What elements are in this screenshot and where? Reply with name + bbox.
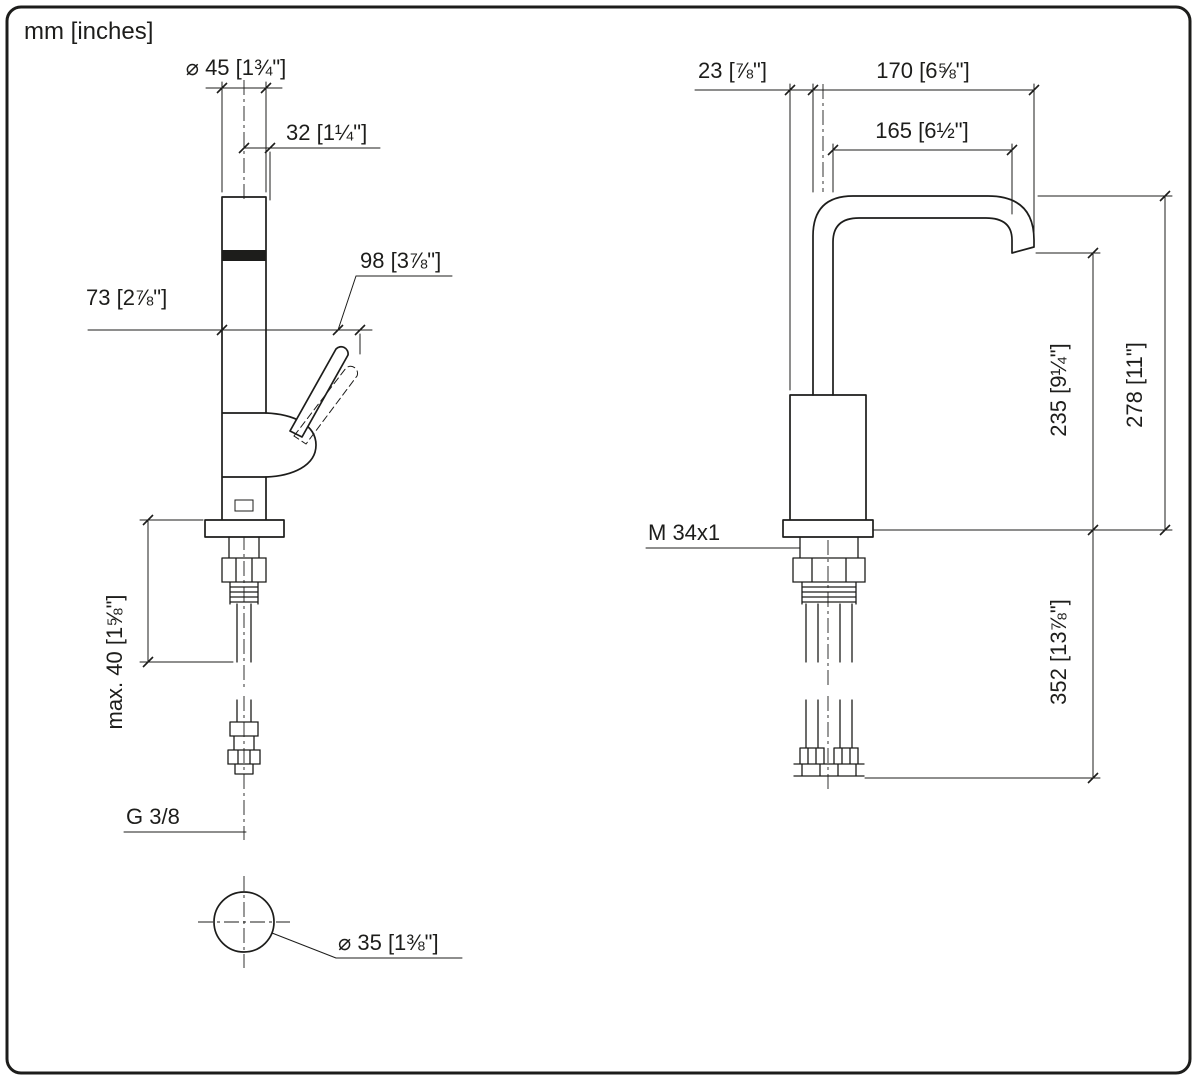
side-view [782,84,1035,790]
side-base-plate [782,519,874,538]
base-plate [204,519,285,538]
dim-spout-diameter-45: ⌀ 45 [1¾"] [186,55,287,80]
front-view-dimensions: ⌀ 45 [1¾"] 32 [1¼"] 98 [3⅞"] 73 [2⅞"] ma… [86,55,463,959]
logo-plate [234,499,254,512]
dim-thread-m34: M 34x1 [648,520,720,545]
dim-connection-g38: G 3/8 [126,804,180,829]
front-view [198,80,358,968]
mounting-hole-circle [213,891,275,953]
front-dimension-ticks [142,82,366,668]
dim-hose-length-352: 352 [13⅞"] [1046,599,1071,705]
aerator-band [222,250,266,261]
page-border [5,5,1192,1075]
dim-offset-23: 23 [⅞"] [698,58,767,83]
side-body-outline [789,394,867,521]
dim-width-73: 73 [2⅞"] [86,285,167,310]
front-dimension-lines [87,87,463,959]
mounting-shank [221,536,267,663]
side-extension-lines [645,83,1173,779]
handle-lever-alt-position [293,365,358,445]
side-dimension-ticks [784,84,1171,784]
dim-max-deck-40: max. 40 [1⅝"] [102,595,127,730]
side-supply-hose-ends [793,699,865,777]
side-centerline [822,84,829,790]
units-label: mm [inches] [24,18,153,45]
supply-hose-end [227,699,261,775]
side-dimension-lines [694,89,1166,779]
dim-outlet-height-235: 235 [9¼"] [1046,343,1071,436]
front-extension-lines [139,81,361,663]
dim-handle-reach-98: 98 [3⅞"] [360,248,441,273]
dim-reach-170: 170 [6⅝"] [876,58,969,83]
dim-reach-165: 165 [6½"] [875,118,968,143]
dim-total-height-278: 278 [11"] [1122,342,1147,428]
mounting-hole-centerlines [198,876,290,968]
spout-outline [812,195,1035,396]
side-mounting-shank [792,536,866,663]
handle-lever [289,345,349,438]
side-view-dimensions: 23 [⅞"] 170 [6⅝"] 165 [6½"] 235 [9¼"] 27… [645,58,1173,784]
handle-housing [265,412,317,478]
faucet-body-outline [221,196,267,521]
dim-offset-32: 32 [1¼"] [286,120,367,145]
dim-hole-diameter-35: ⌀ 35 [1⅜"] [338,930,439,955]
